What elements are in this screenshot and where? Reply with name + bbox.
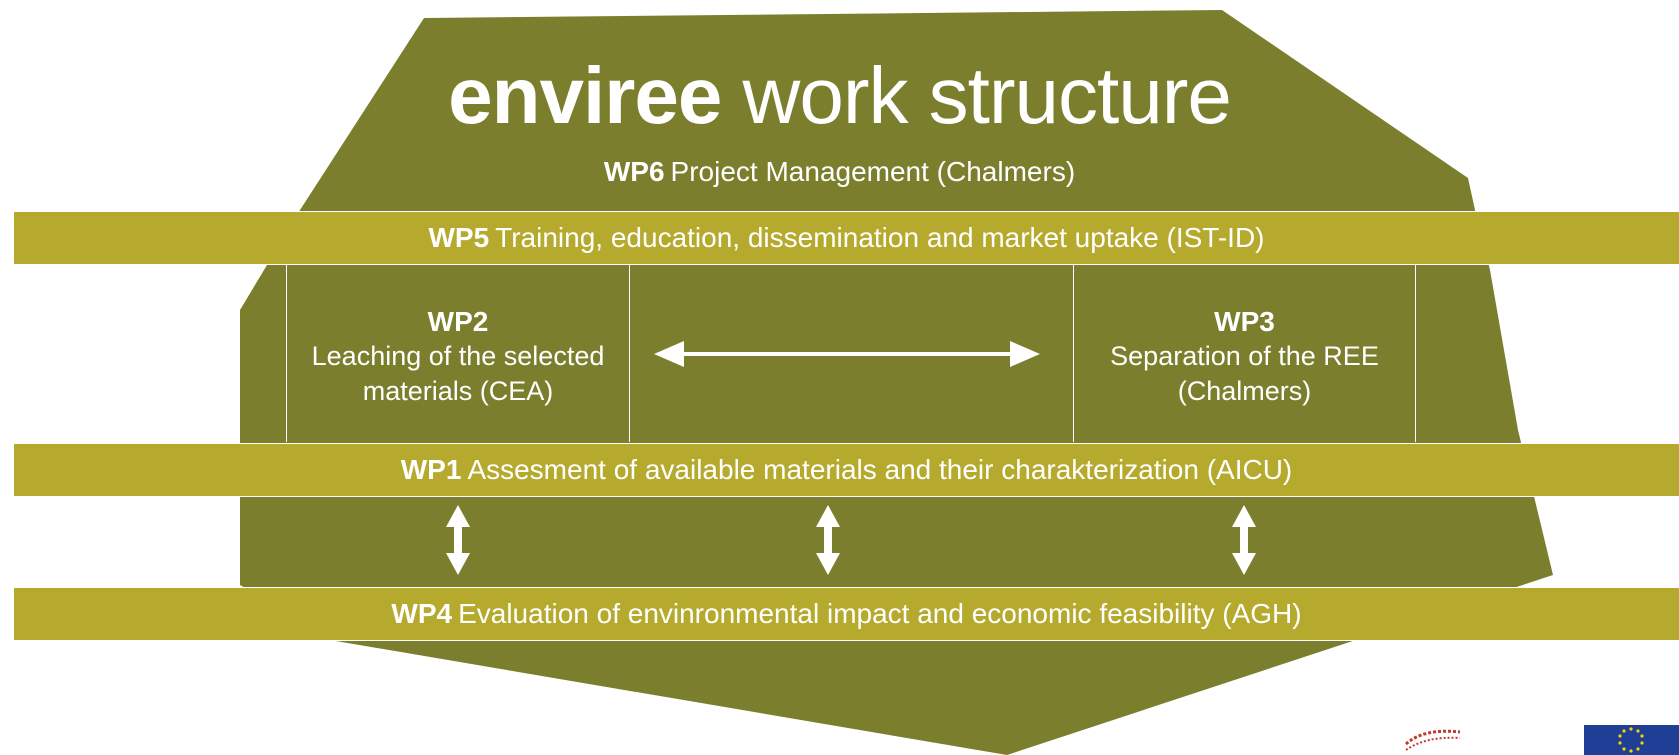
wp3-code: WP3: [1214, 306, 1275, 337]
wp2-code: WP2: [427, 306, 489, 337]
eu-flag-icon: [1584, 725, 1679, 755]
partner-logo: [1405, 729, 1461, 751]
wp1-text: Assesment of available materials and the…: [467, 454, 1293, 485]
double-headed-vertical-arrow-icon: [816, 505, 840, 575]
wp2-line1: Leaching of the selected: [311, 341, 605, 371]
wp4-text: Evaluation of envinronmental impact and …: [458, 598, 1302, 629]
olive-shield: [240, 10, 1553, 755]
title-brand: enviree: [448, 51, 722, 140]
wp2-box: WP2 Leaching of the selected materials (…: [286, 264, 630, 442]
wp4-code: WP4: [391, 598, 453, 629]
wp5-text: Training, education, dissemination and m…: [495, 222, 1265, 253]
wp3-box: WP3 Separation of the REE (Chalmers): [1073, 264, 1416, 442]
double-headed-vertical-arrow-icon: [1232, 505, 1256, 575]
wp5-code: WP5: [428, 222, 490, 253]
double-headed-vertical-arrow-icon: [446, 505, 470, 575]
wp1-code: WP1: [400, 454, 462, 485]
wp2-line2: materials (CEA): [362, 376, 554, 406]
title-rest: work structure: [742, 51, 1232, 140]
wp3-line2: (Chalmers): [1177, 376, 1312, 406]
wp6-code: WP6: [603, 156, 665, 187]
wp6-text: Project Management (Chalmers): [670, 156, 1076, 187]
double-headed-horizontal-arrow-icon: [654, 341, 1040, 367]
wp3-line1: Separation of the REE: [1110, 341, 1379, 371]
page-title: enviree work structure: [0, 48, 1679, 144]
